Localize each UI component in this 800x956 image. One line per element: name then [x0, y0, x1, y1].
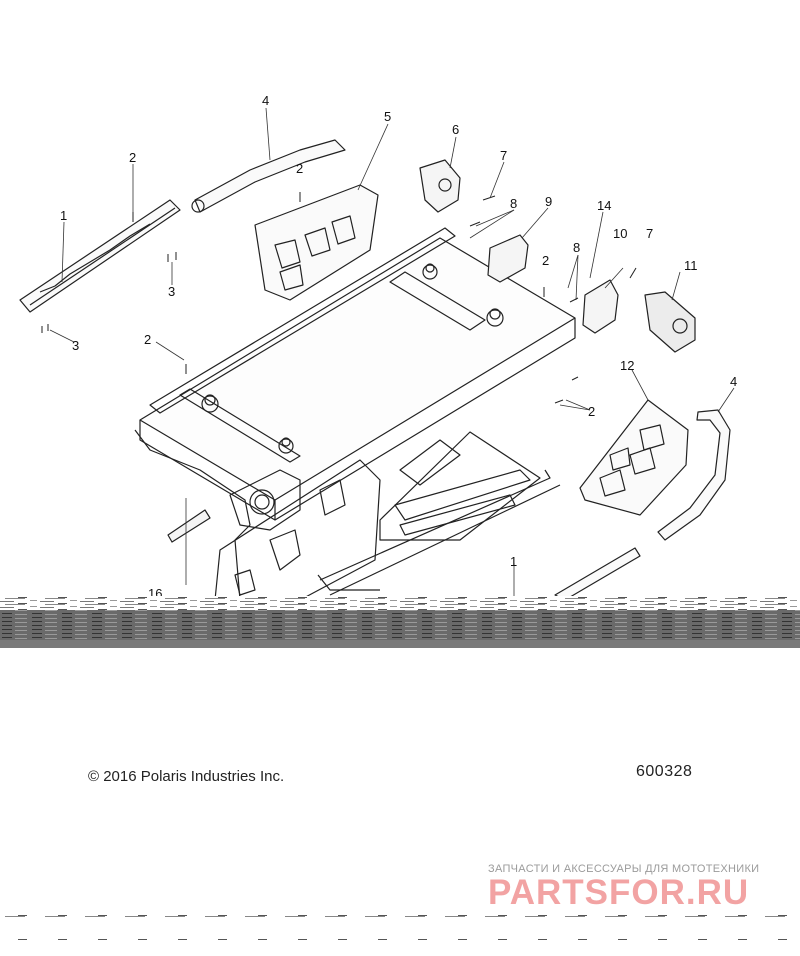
callout-2: 2	[129, 150, 136, 165]
callout-9: 9	[545, 194, 552, 209]
callout-4b: 4	[730, 374, 737, 389]
rail-part-1-right	[554, 547, 641, 601]
callout-6: 6	[452, 122, 459, 137]
callout-1: 1	[60, 208, 67, 223]
bracket-plate-part-5	[254, 184, 379, 301]
callout-2b: 2	[296, 161, 303, 176]
callout-2c: 2	[542, 253, 549, 268]
callout-10: 10	[613, 226, 627, 241]
callout-3b: 3	[72, 338, 79, 353]
callout-1b: 1	[510, 554, 517, 569]
callout-4: 4	[262, 93, 269, 108]
steering-block-part-6	[419, 159, 461, 213]
callout-11: 11	[684, 258, 698, 273]
callout-12: 12	[620, 358, 634, 373]
bumper-tube-part-4-right	[657, 409, 731, 541]
callout-2d: 2	[144, 332, 151, 347]
callout-2e: 2	[588, 404, 595, 419]
bracket-plate-part-12	[579, 399, 689, 516]
scan-noise-band	[0, 596, 800, 648]
tunnel-assembly	[134, 227, 576, 601]
copyright-text: © 2016 Polaris Industries Inc.	[88, 768, 285, 785]
callout-8: 8	[510, 196, 517, 211]
diagram-id: 600328	[636, 763, 693, 780]
watermark-logo: PARTSFOR.RU	[488, 873, 750, 912]
block-part-11	[644, 291, 696, 353]
bolts	[41, 192, 637, 404]
bracket-part-9	[487, 234, 529, 283]
callout-14: 14	[597, 198, 611, 213]
scan-noise-bottom	[0, 915, 800, 940]
callout-7: 7	[500, 148, 507, 163]
bracket-part-10	[582, 279, 619, 334]
rail-part-1	[19, 199, 181, 313]
watermark-tagline: ЗАПЧАСТИ И АКСЕССУАРЫ ДЛЯ МОТОТЕХНИКИ	[488, 863, 760, 875]
callout-5: 5	[384, 109, 391, 124]
callout-3: 3	[168, 284, 175, 299]
bracket-part-16	[167, 509, 211, 543]
callout-7b: 7	[646, 226, 653, 241]
callout-8b: 8	[573, 240, 580, 255]
leader-lines	[49, 107, 735, 598]
bumper-tube-part-4	[191, 139, 346, 213]
